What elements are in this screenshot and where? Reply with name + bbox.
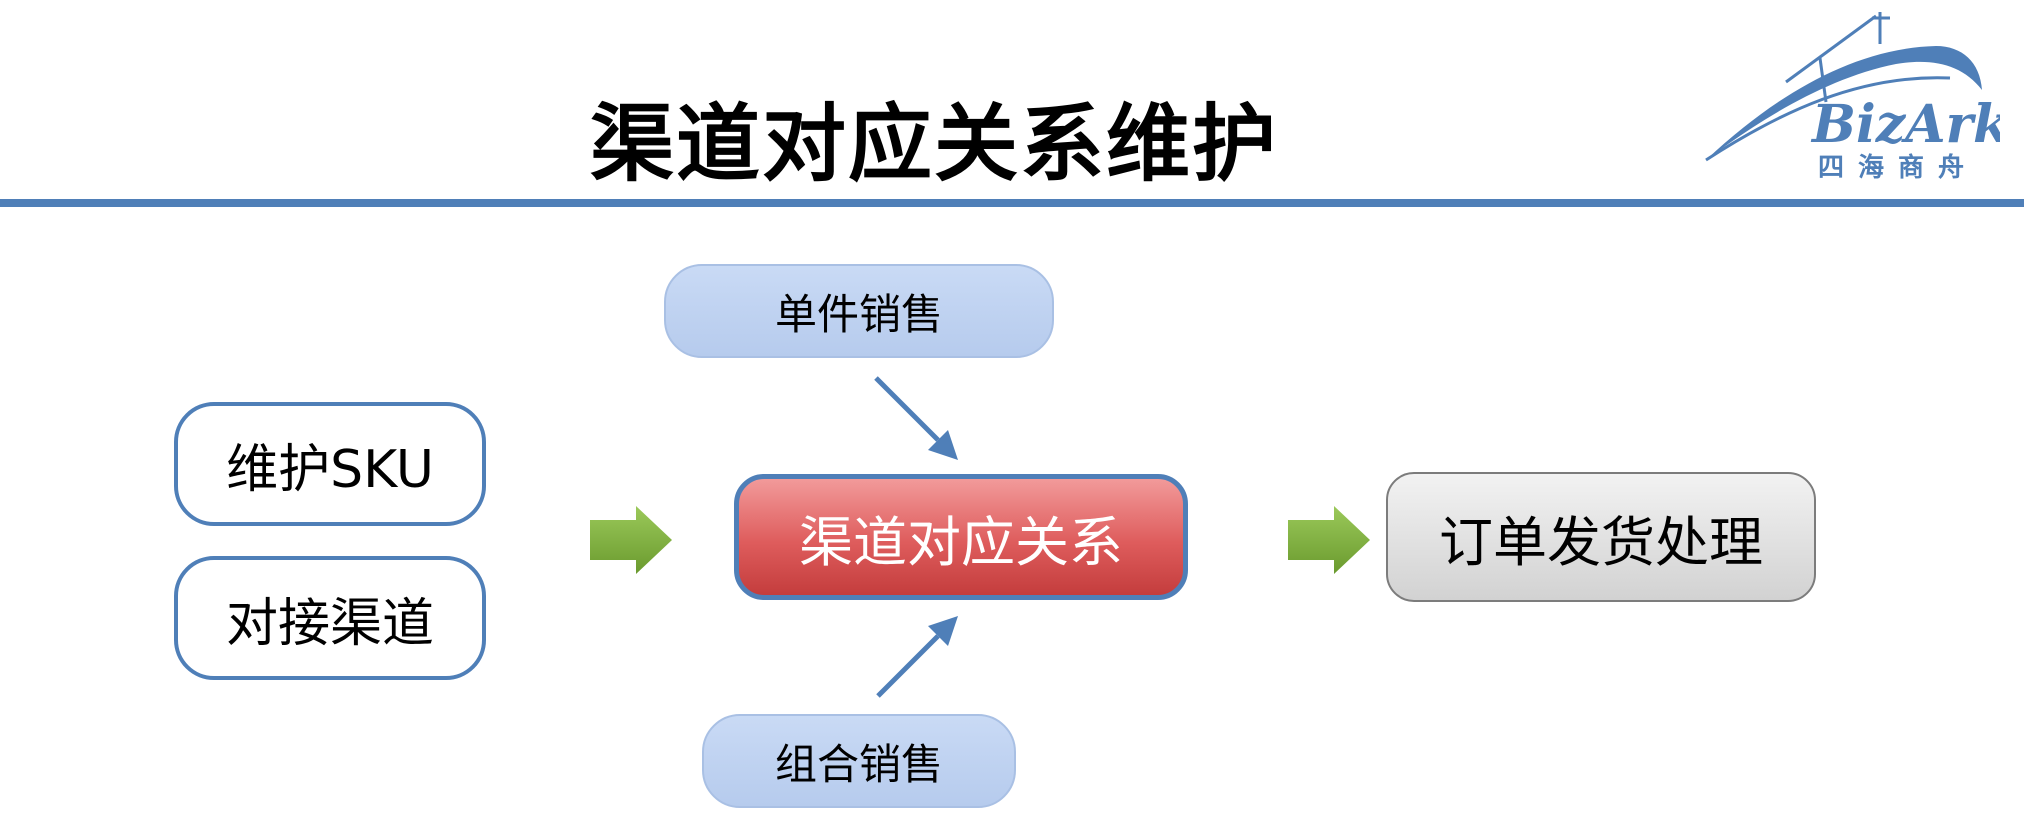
feed-box-single-sale: 单件销售 (664, 264, 1054, 358)
page-title: 渠道对应关系维护 (590, 95, 1279, 193)
feed-box-label: 单件销售 (774, 289, 943, 339)
feed-box-combo-sale: 组合销售 (702, 714, 1016, 808)
arrowhead-single-sale (928, 430, 958, 460)
input-box-label: 对接渠道 (225, 593, 434, 654)
center-box-channel-mapping: 渠道对应关系 (734, 474, 1188, 600)
arrowhead-combo-sale (928, 616, 958, 646)
title-divider (0, 199, 2024, 207)
logo-tagline-text: 四海商舟 (1818, 152, 1978, 183)
output-box-label: 订单发货处理 (1439, 510, 1763, 574)
center-box-label: 渠道对应关系 (799, 510, 1123, 574)
input-box-connect-channel: 对接渠道 (174, 556, 486, 680)
logo-brand-text: BizArk (1810, 94, 2000, 155)
input-box-maintain-sku: 维护SKU (174, 402, 486, 526)
output-box-order-shipping: 订单发货处理 (1386, 472, 1816, 602)
green-arrow-center-to-output (1288, 506, 1370, 574)
feed-box-label: 组合销售 (774, 739, 943, 789)
arrow-combo-sale-to-center (876, 634, 940, 698)
arrow-single-sale-to-center (874, 376, 940, 442)
green-arrow-inputs-to-center (590, 506, 672, 574)
bizark-logo: BizArk 四海商舟 (1705, 12, 2000, 183)
input-box-label: 维护SKU (226, 439, 434, 500)
